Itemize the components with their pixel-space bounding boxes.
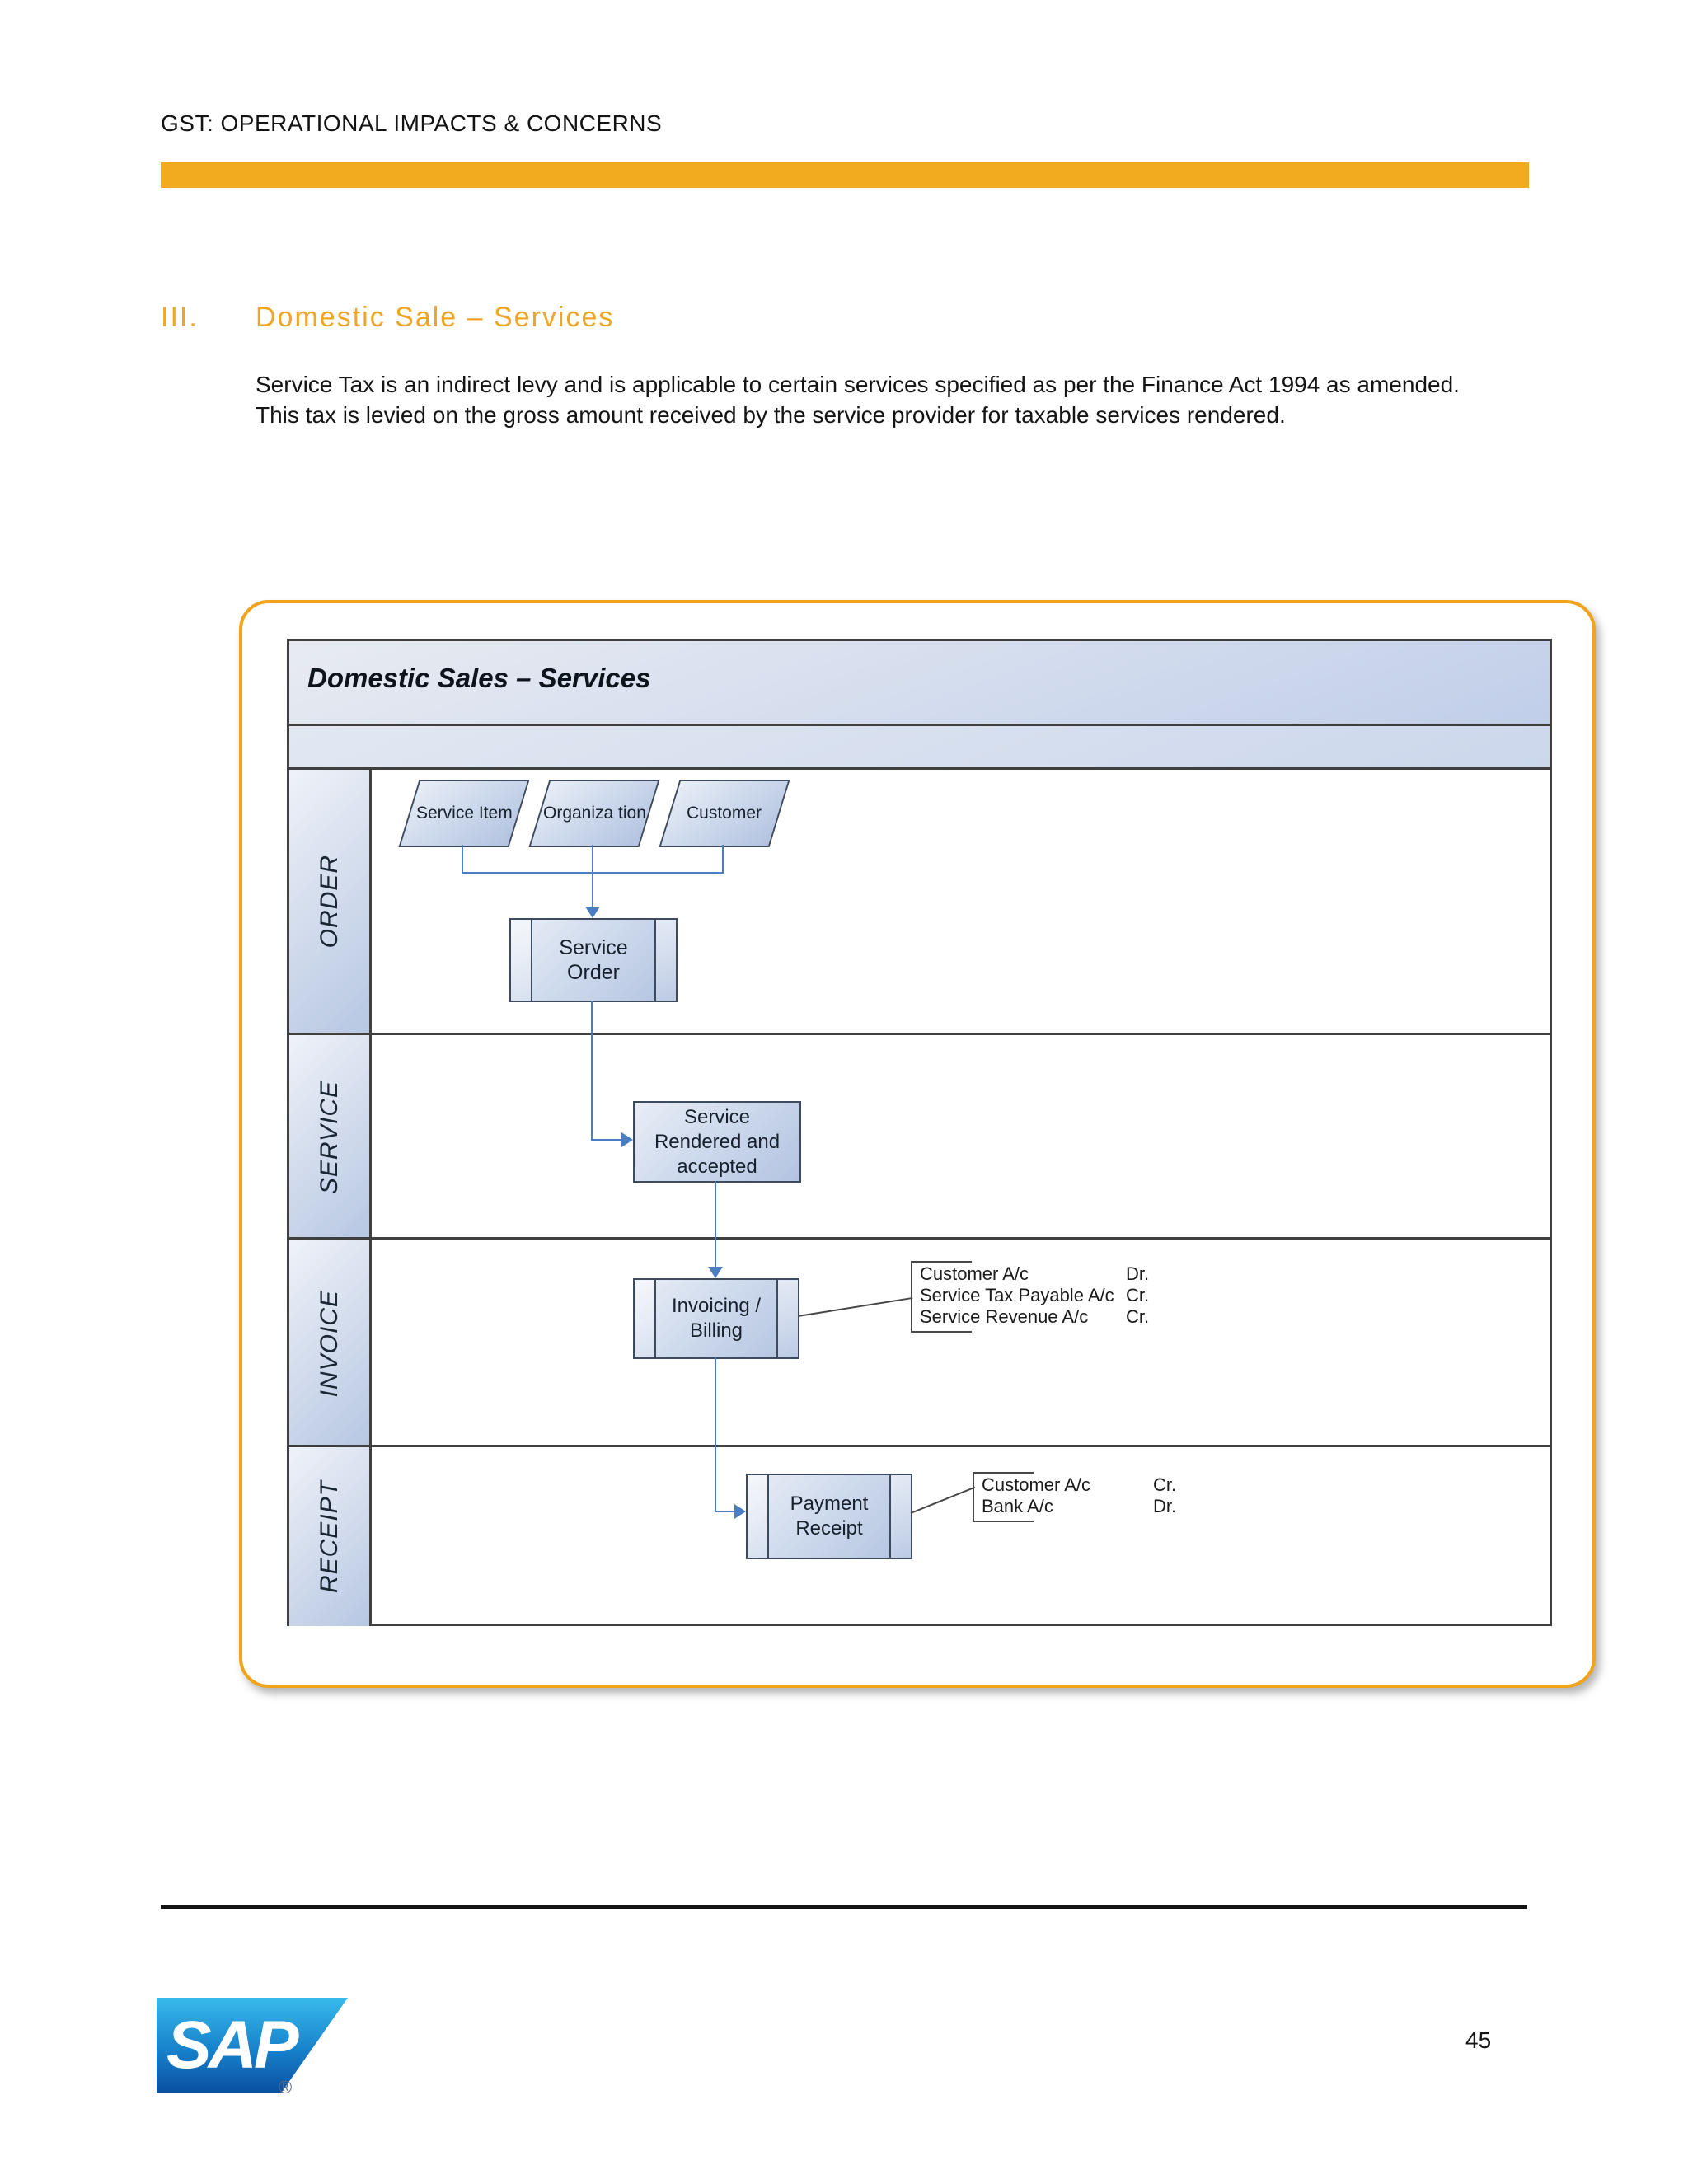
subprocess-side-bar xyxy=(776,1280,798,1357)
process-box-payment-receipt: Payment Receipt xyxy=(746,1474,912,1559)
entry-side: Dr. xyxy=(1126,1263,1150,1284)
page-number: 45 xyxy=(1465,2027,1492,2053)
flow-diagram-frame: Domestic Sales – Services ORDER SERVICE … xyxy=(239,600,1596,1688)
journal-note-invoice: Customer A/c Dr. Service Tax Payable A/c… xyxy=(911,1261,1204,1333)
section-heading: III. Domestic Sale – Services xyxy=(161,302,614,334)
input-parallelogram-customer: Customer xyxy=(659,780,790,847)
diagram-subheader-bar xyxy=(289,726,1550,770)
connector-line xyxy=(462,845,463,874)
swimlane-invoice-label-cell: INVOICE xyxy=(289,1240,372,1447)
flow-diagram: Domestic Sales – Services ORDER SERVICE … xyxy=(287,639,1552,1626)
subprocess-side-bar xyxy=(635,1280,656,1357)
body-paragraph: Service Tax is an indirect levy and is a… xyxy=(256,372,1460,428)
journal-row: Service Tax Payable A/c Cr. xyxy=(920,1285,1204,1306)
connector-line xyxy=(715,1511,734,1512)
swimlane-service: SERVICE xyxy=(289,1033,1550,1240)
note-bracket-top xyxy=(912,1261,972,1263)
swimlane-label: ORDER xyxy=(315,854,343,949)
sap-logo-text: SAP xyxy=(166,2008,299,2083)
section-number: III. xyxy=(161,302,199,333)
input-label: Customer xyxy=(687,804,762,823)
connector-line xyxy=(715,1357,716,1512)
swimlane-invoice: INVOICE xyxy=(289,1237,1550,1447)
account-name: Service Tax Payable A/c xyxy=(920,1285,1114,1305)
footer-divider xyxy=(161,1905,1527,1909)
sap-logo: SAP ® xyxy=(157,1998,363,2097)
account-name: Bank A/c xyxy=(982,1496,1053,1516)
process-label: Service Rendered and accepted xyxy=(654,1105,781,1178)
page-header-title: GST: OPERATIONAL IMPACTS & CONCERNS xyxy=(161,110,663,136)
diagram-title: Domestic Sales – Services xyxy=(307,663,651,693)
arrow-head-down xyxy=(708,1267,723,1278)
connector-line xyxy=(591,1139,621,1141)
journal-row: Customer A/c Cr. xyxy=(982,1474,1221,1496)
process-box-invoicing: Invoicing / Billing xyxy=(633,1278,799,1359)
journal-row: Bank A/c Dr. xyxy=(982,1496,1221,1517)
entry-side: Cr. xyxy=(1126,1285,1150,1305)
swimlane-service-label-cell: SERVICE xyxy=(289,1035,372,1240)
process-label: Invoicing / Billing xyxy=(671,1295,762,1342)
journal-note-receipt: Customer A/c Cr. Bank A/c Dr. xyxy=(973,1472,1221,1522)
journal-row: Service Revenue A/c Cr. xyxy=(920,1306,1204,1328)
header-accent-bar xyxy=(161,162,1529,188)
connector-line xyxy=(592,845,593,908)
journal-row: Customer A/c Dr. xyxy=(920,1263,1204,1285)
entry-side: Cr. xyxy=(1153,1474,1177,1495)
swimlane-receipt-label-cell: RECEIPT xyxy=(289,1447,372,1626)
input-label: Service Item xyxy=(415,804,513,823)
swimlane-label: INVOICE xyxy=(315,1289,343,1398)
sap-logo-shape: SAP xyxy=(157,1998,348,2093)
process-label: Service Order xyxy=(559,936,628,984)
swimlane-order-label-cell: ORDER xyxy=(289,770,372,1033)
registered-trademark-icon: ® xyxy=(279,2077,293,2097)
connector-line xyxy=(715,1181,716,1268)
subprocess-side-bar xyxy=(654,920,676,1001)
arrow-head-right xyxy=(734,1504,746,1519)
account-name: Customer A/c xyxy=(982,1474,1091,1495)
input-parallelogram-service-item: Service Item xyxy=(398,780,530,847)
subprocess-side-bar xyxy=(889,1475,911,1558)
account-name: Service Revenue A/c xyxy=(920,1306,1089,1327)
section-title: Domestic Sale – Services xyxy=(256,302,615,333)
entry-side: Dr. xyxy=(1153,1496,1177,1516)
process-label: Payment Receipt xyxy=(790,1493,869,1540)
arrow-head-down xyxy=(585,907,600,918)
note-bracket-bottom xyxy=(912,1331,972,1333)
subprocess-side-bar xyxy=(511,920,532,1001)
input-label: Organiza tion xyxy=(542,804,646,823)
swimlane-order: ORDER xyxy=(289,770,1550,1033)
entry-side: Cr. xyxy=(1126,1306,1150,1327)
note-bracket-top xyxy=(974,1472,1034,1474)
input-parallelogram-organization: Organiza tion xyxy=(528,780,660,847)
note-bracket-bottom xyxy=(974,1521,1034,1522)
process-box-service-order: Service Order xyxy=(509,918,678,1002)
subprocess-side-bar xyxy=(748,1475,769,1558)
connector-line xyxy=(722,845,724,874)
swimlane-receipt: RECEIPT xyxy=(289,1445,1550,1626)
swimlane-label: SERVICE xyxy=(315,1080,343,1195)
arrow-head-right xyxy=(621,1132,633,1147)
diagram-title-bar: Domestic Sales – Services xyxy=(289,641,1550,726)
swimlane-label: RECEIPT xyxy=(315,1479,343,1594)
process-box-service-rendered: Service Rendered and accepted xyxy=(633,1101,801,1183)
connector-line xyxy=(591,1001,593,1141)
account-name: Customer A/c xyxy=(920,1263,1029,1284)
